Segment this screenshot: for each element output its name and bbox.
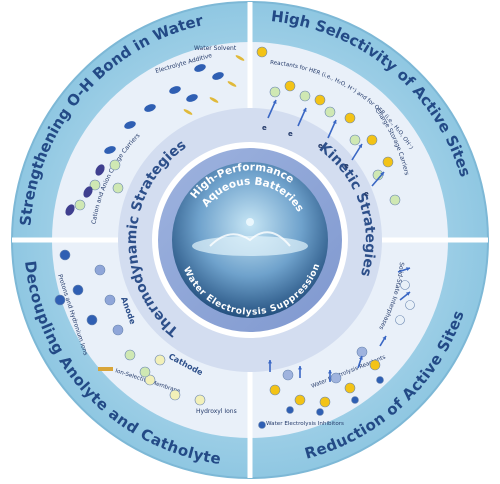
proton-particle: [54, 294, 66, 306]
hydroxyl-particle: [144, 374, 156, 386]
proton-particle: [86, 314, 98, 326]
solvent-molecule: [124, 121, 136, 129]
water-solvent-label: Water Solvent: [194, 45, 237, 52]
hydroxyl-particle: [124, 349, 136, 361]
electron-arrow-3-head: [358, 144, 362, 148]
electrolysis-reactant: [282, 369, 294, 381]
inhibitor-particle: [351, 396, 359, 404]
electrolysis-reactant: [319, 396, 331, 408]
anion-carrier: [74, 199, 86, 211]
charge-storage-carrier: [349, 134, 361, 146]
electron-arrow-2-head: [332, 120, 337, 124]
charge-storage-carrier: [389, 194, 401, 206]
cation-carrier: [95, 164, 105, 176]
solvent-molecule: [194, 64, 206, 72]
bottom-right-particles: [258, 267, 415, 429]
electrolysis-reactant: [330, 372, 342, 384]
proton-particle: [59, 249, 71, 261]
sei-particle: [400, 280, 410, 290]
charge-storage-carrier: [299, 90, 311, 102]
top-right-particles: e e e e e: [256, 46, 401, 206]
reactant-particle: [382, 156, 394, 168]
electrolysis-reactant: [356, 346, 368, 358]
hydronium-particle: [112, 324, 124, 336]
electrolysis-reactant: [369, 359, 381, 371]
charge-storage-carrier: [324, 106, 336, 118]
proton-particle: [72, 284, 84, 296]
water-splash: [192, 236, 308, 256]
anion-carrier: [89, 179, 101, 191]
hydroxyl-label: Hydroxyl Ions: [196, 408, 237, 415]
reactant-arrow-2-head: [327, 370, 333, 374]
sei-particle: [395, 315, 405, 325]
inhibitor-particle: [376, 376, 384, 384]
reactant-particle: [256, 46, 268, 58]
solvent-molecule: [144, 104, 156, 112]
reactant-particle: [344, 112, 356, 124]
hydroxyl-particle: [139, 366, 151, 378]
reactant-particle: [366, 134, 378, 146]
electrolysis-reactant: [294, 394, 306, 406]
cation-carrier: [65, 204, 75, 216]
additive-molecule: [235, 55, 245, 61]
solvent-molecule: [169, 86, 181, 94]
reactant-particle: [284, 80, 296, 92]
inhibitor-particle: [286, 406, 294, 414]
reactant-arrow-0-head: [267, 360, 273, 364]
electron-label: e: [288, 130, 293, 138]
electron-arrow-4-head: [380, 172, 384, 176]
cation-carrier: [83, 186, 93, 198]
splash-crown: [209, 231, 291, 247]
hydroxyl-particle: [194, 394, 206, 406]
water-droplet: [246, 218, 254, 226]
additive-molecule: [209, 97, 219, 103]
inhibitor-particle: [258, 421, 266, 429]
electrolysis-inhibitors-label: Water Electrolysis Inhibitors: [266, 421, 344, 427]
reactant-arrow-4-head: [382, 336, 387, 340]
top-left-particles: [65, 55, 245, 216]
hydronium-particle: [94, 264, 106, 276]
solvent-molecule: [186, 94, 198, 102]
reactant-arrow-6-head: [406, 267, 410, 272]
electron-arrow-1-head: [302, 108, 307, 112]
anion-carrier: [112, 182, 124, 194]
charge-storage-carrier: [269, 86, 281, 98]
reactant-arrow-5-head: [406, 292, 410, 296]
reactant-arrow-1-head: [297, 366, 303, 370]
solvent-molecule: [212, 72, 224, 80]
anion-carrier: [109, 159, 121, 171]
electron-label: e: [344, 162, 349, 170]
reactant-particle: [314, 94, 326, 106]
electron-label: e: [318, 142, 323, 150]
electrolysis-reactant: [344, 382, 356, 394]
additive-molecule: [227, 81, 237, 87]
reactant-arrow-3-head: [358, 356, 363, 360]
hydronium-particle: [104, 294, 116, 306]
electron-label: e: [262, 124, 267, 132]
additive-molecule: [183, 109, 193, 115]
electrolysis-reactant: [269, 384, 281, 396]
hydroxyl-particle: [169, 389, 181, 401]
solvent-molecule: [104, 146, 116, 154]
electron-label: e: [364, 190, 369, 198]
bottom-left-particles: [54, 249, 206, 406]
electron-arrow-0-head: [272, 100, 277, 104]
membrane-icon: [98, 367, 113, 371]
hydroxyl-particle: [154, 354, 166, 366]
inhibitor-particle: [316, 408, 324, 416]
sei-particle: [405, 300, 415, 310]
